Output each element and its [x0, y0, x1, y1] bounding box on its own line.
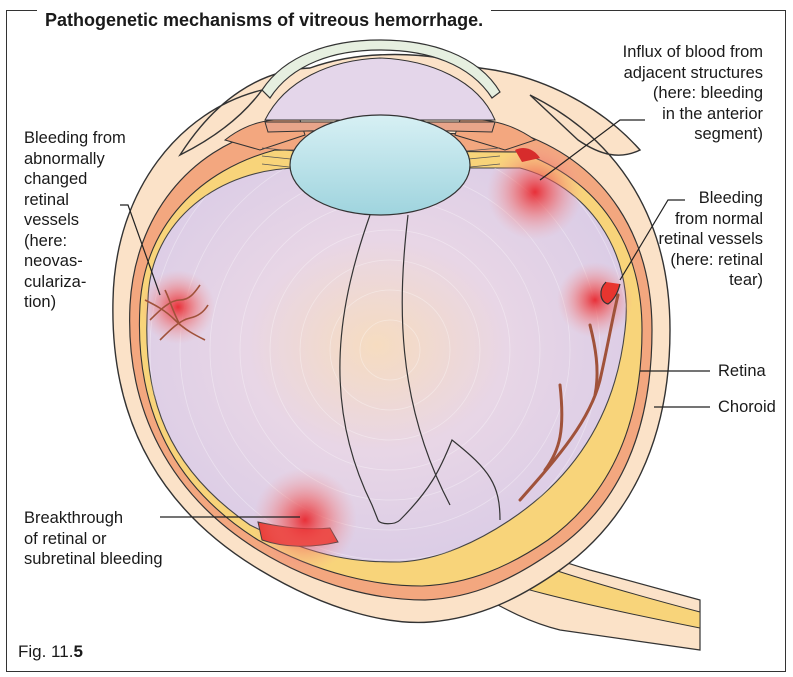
label-abnormal-line: abnormally [24, 149, 126, 170]
figure-caption: Fig. 11.5 [18, 642, 83, 662]
figure-caption-number: 5 [73, 642, 82, 661]
label-normal-line: (here: retinal [658, 250, 763, 271]
label-influx-line: segment) [623, 124, 763, 145]
label-choroid: Choroid [718, 397, 776, 418]
label-influx-line: (here: bleeding [623, 83, 763, 104]
label-influx-line: Influx of blood from [623, 42, 763, 63]
label-abnormal-line: tion) [24, 292, 126, 313]
label-influx-line: in the anterior [623, 104, 763, 125]
bleed-neovascularization [141, 270, 215, 344]
figure-caption-prefix: Fig. 11. [18, 642, 73, 661]
label-normal-line: tear) [658, 270, 763, 291]
label-abnormal-line: retinal [24, 190, 126, 211]
label-breakthrough: Breakthrough of retinal or subretinal bl… [24, 508, 163, 570]
label-abnormal-line: Bleeding from [24, 128, 126, 149]
label-normal-line: from normal [658, 209, 763, 230]
label-breakthrough-line: Breakthrough [24, 508, 163, 529]
label-retina: Retina [718, 361, 766, 382]
label-normal-line: retinal vessels [658, 229, 763, 250]
label-influx: Influx of blood from adjacent structures… [623, 42, 763, 145]
lens [290, 115, 470, 215]
label-abnormal-line: changed [24, 169, 126, 190]
bleed-breakthrough [253, 468, 357, 572]
label-abnormal-line: culariza- [24, 272, 126, 293]
label-breakthrough-line: subretinal bleeding [24, 549, 163, 570]
label-abnormal-line: (here: [24, 231, 126, 252]
label-breakthrough-line: of retinal or [24, 529, 163, 550]
label-abnormal-vessels: Bleeding from abnormally changed retinal… [24, 128, 126, 313]
label-influx-line: adjacent structures [623, 63, 763, 84]
label-abnormal-line: vessels [24, 210, 126, 231]
label-abnormal-line: neovas- [24, 251, 126, 272]
label-normal-line: Bleeding [658, 188, 763, 209]
bleed-retinal-tear [557, 262, 633, 338]
label-normal-vessels: Bleeding from normal retinal vessels (he… [658, 188, 763, 291]
